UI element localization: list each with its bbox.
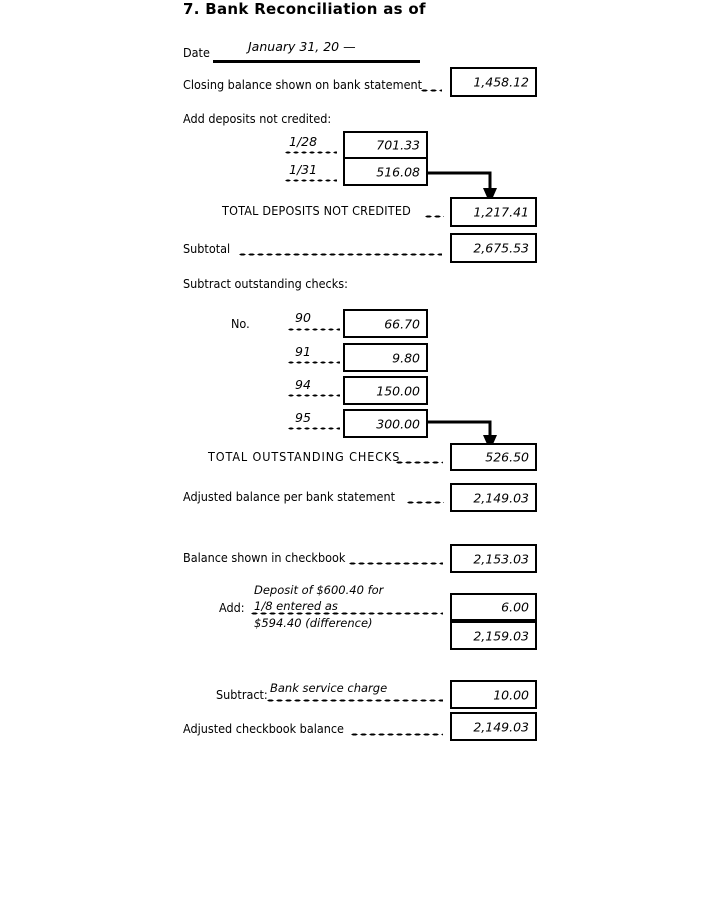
adjusted-bank-value: 2,149.03 (473, 490, 529, 505)
deposit-box-0[interactable]: 701.33 (343, 131, 428, 159)
deposits-header: Add deposits not credited: (183, 111, 332, 126)
adjusted-bank-leader (406, 501, 444, 504)
deposit-date-0[interactable]: 1/28 (289, 134, 318, 149)
closing-balance-box[interactable]: 1,458.12 (450, 67, 537, 97)
adjusted-bank-label: Adjusted balance per bank statement (183, 489, 396, 504)
total-deposits-box[interactable]: 1,217.41 (450, 197, 537, 227)
subtract-value-box[interactable]: 10.00 (450, 680, 537, 709)
subtract-value: 10.00 (493, 687, 529, 702)
add-running-total-box[interactable]: 2,159.03 (450, 621, 537, 650)
add-note-line-3[interactable]: $594.40 (difference) (254, 616, 373, 630)
subtotal-label: Subtotal (183, 241, 231, 256)
date-label: Date (183, 45, 210, 60)
subtract-note[interactable]: Bank service charge (270, 681, 388, 695)
check-number-0[interactable]: 90 (295, 310, 311, 325)
deposit-date-1[interactable]: 1/31 (289, 162, 318, 177)
adjusted-checkbook-box[interactable]: 2,149.03 (450, 712, 537, 741)
closing-balance-leader (420, 89, 442, 92)
subtotal-leader (238, 253, 442, 256)
checkbook-balance-value: 2,153.03 (473, 551, 529, 566)
check-leader-1 (287, 361, 340, 364)
adjusted-bank-box[interactable]: 2,149.03 (450, 483, 537, 512)
checks-no-label: No. (231, 316, 250, 331)
check-box-0[interactable]: 66.70 (343, 309, 428, 338)
total-deposits-leader (424, 215, 444, 218)
subtract-leader (266, 699, 443, 702)
subtotal-value: 2,675.53 (473, 240, 529, 256)
adjusted-checkbook-value: 2,149.03 (473, 719, 529, 734)
check-amount-0: 66.70 (384, 316, 420, 331)
total-deposits-label: TOTAL DEPOSITS NOT CREDITED (222, 203, 412, 218)
checkbook-balance-label: Balance shown in checkbook (183, 550, 346, 565)
deposit-amount-0: 701.33 (376, 137, 420, 153)
date-underline (213, 60, 420, 63)
subtract-label: Subtract: (216, 687, 268, 702)
check-number-2[interactable]: 94 (295, 377, 311, 392)
check-leader-3 (287, 427, 340, 430)
deposit-amount-1: 516.08 (376, 164, 420, 179)
add-label: Add: (219, 600, 245, 615)
adjusted-checkbook-label: Adjusted checkbook balance (183, 721, 344, 736)
deposit-box-1[interactable]: 516.08 (343, 159, 428, 186)
closing-balance-value: 1,458.12 (473, 74, 529, 90)
subtotal-box[interactable]: 2,675.53 (450, 233, 537, 263)
total-checks-label: TOTAL OUTSTANDING CHECKS (208, 449, 401, 464)
add-note-line-1[interactable]: Deposit of $600.40 for (254, 583, 384, 597)
checkbook-balance-leader (348, 562, 443, 565)
total-deposits-value: 1,217.41 (473, 204, 529, 220)
check-leader-2 (287, 394, 340, 397)
add-running-total: 2,159.03 (473, 628, 529, 643)
deposit-leader-1 (284, 179, 337, 182)
checks-header: Subtract outstanding checks: (183, 276, 348, 291)
check-box-2[interactable]: 150.00 (343, 376, 428, 405)
check-number-3[interactable]: 95 (295, 410, 311, 425)
check-box-1[interactable]: 9.80 (343, 343, 428, 372)
check-amount-1: 9.80 (392, 350, 420, 365)
add-value-box[interactable]: 6.00 (450, 593, 537, 621)
check-leader-0 (287, 328, 340, 331)
add-leader (250, 612, 443, 615)
total-checks-box[interactable]: 526.50 (450, 443, 537, 471)
page-title: 7. Bank Reconciliation as of (183, 0, 426, 18)
add-note-line-2[interactable]: 1/8 entered as (254, 599, 338, 613)
checkbook-balance-box[interactable]: 2,153.03 (450, 544, 537, 573)
adjusted-checkbook-leader (350, 733, 443, 736)
add-value: 6.00 (501, 599, 529, 615)
total-checks-leader (395, 461, 443, 464)
check-number-1[interactable]: 91 (295, 344, 311, 359)
check-amount-2: 150.00 (376, 383, 420, 398)
deposit-leader-0 (284, 151, 337, 154)
deposits-total-arrow-icon (428, 171, 497, 204)
total-checks-value: 526.50 (485, 449, 529, 465)
closing-balance-label: Closing balance shown on bank statement (183, 77, 423, 92)
date-value[interactable]: January 31, 20 — (248, 39, 356, 54)
check-box-3[interactable]: 300.00 (343, 409, 428, 438)
check-amount-3: 300.00 (376, 416, 420, 431)
